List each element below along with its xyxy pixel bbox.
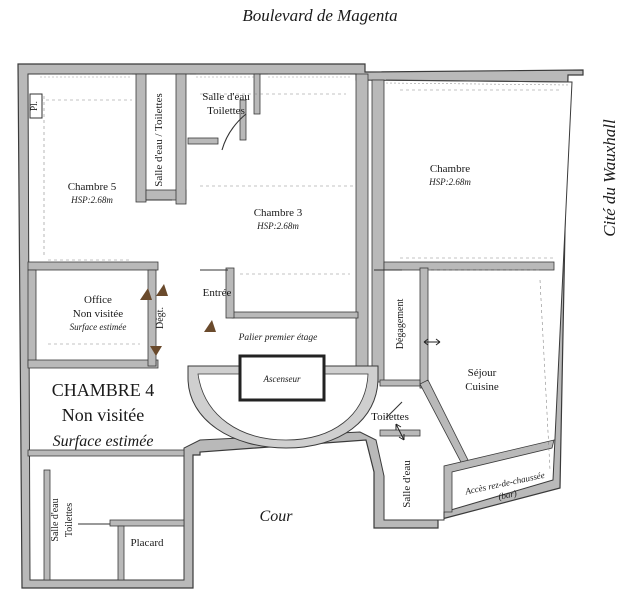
room-entree: Entrée (203, 287, 232, 299)
room-placard: Placard (131, 537, 164, 549)
room-pl: Pl. (29, 101, 39, 111)
stair-arrows (140, 284, 216, 356)
street-north: Boulevard de Magenta (242, 6, 397, 25)
room-office: Office (84, 294, 112, 306)
interior-walls (27, 73, 555, 581)
room-chambre-east-hsp: HSP:2.68m (428, 177, 471, 187)
room-palier: Palier premier étage (238, 333, 318, 343)
court-label: Cour (260, 508, 294, 525)
street-east: Cité du Wauxhall (600, 119, 619, 237)
room-chambre4-note: Surface estimée (53, 433, 154, 450)
room-salle-eau-top2-line1: Salle d'eau (202, 91, 250, 103)
room-chambre4-status: Non visitée (62, 405, 145, 425)
arrow-up-icon (204, 320, 216, 332)
doors (78, 113, 403, 525)
room-salle-eau-bl-line1: Salle d'eau (50, 498, 61, 541)
room-office-note: Surface estimée (70, 322, 127, 332)
north-window-band (40, 73, 571, 86)
room-chambre4: CHAMBRE 4 (52, 380, 155, 400)
room-chambre3: Chambre 3 (254, 207, 303, 219)
room-sejour: Séjour (468, 367, 497, 379)
labels: Boulevard de Magenta Cité du Wauxhall Co… (29, 6, 619, 549)
room-chambre5: Chambre 5 (68, 181, 117, 193)
room-toilettes: Toilettes (371, 411, 409, 423)
room-chambre-east: Chambre (430, 163, 470, 175)
arrow-down-icon (150, 346, 162, 356)
elevator-shaft (187, 354, 379, 449)
room-ascenseur: Ascenseur (263, 374, 301, 384)
elevator-car (238, 354, 326, 402)
dimension-lines (40, 89, 560, 471)
double-arrows (395, 338, 441, 441)
room-cuisine: Cuisine (465, 381, 499, 393)
arrow-up-icon (140, 288, 152, 300)
pl-box (29, 93, 43, 119)
room-salle-eau-top2-line2: Toilettes (207, 105, 245, 117)
room-salle-eau-bl-line2: Toilettes (64, 503, 75, 537)
room-office-status: Non visitée (73, 308, 124, 320)
room-chambre3-hsp: HSP:2.68m (256, 221, 299, 231)
room-degt: Dégt. (155, 307, 166, 329)
room-degagement: Dégagement (395, 299, 406, 350)
room-chambre5-hsp: HSP:2.68m (70, 195, 113, 205)
arrow-up-icon (156, 284, 168, 296)
room-acces-line2: (bar) (497, 488, 517, 502)
room-salle-eau-toilettes-top: Salle d'eau / Toilettes (153, 93, 165, 187)
room-salle-eau-bottom: Salle d'eau (401, 460, 413, 508)
